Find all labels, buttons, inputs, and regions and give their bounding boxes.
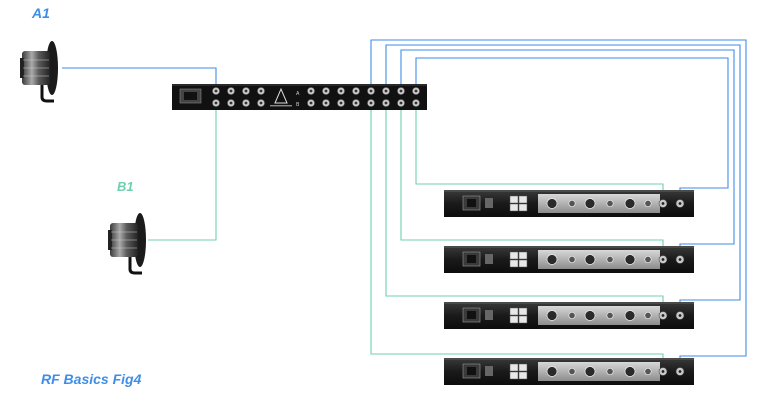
xlr-connector-icon — [644, 199, 652, 208]
xlr-connector-icon — [644, 311, 652, 320]
ethernet-port-icon — [509, 307, 519, 316]
xlr-connector-icon — [606, 311, 614, 320]
ethernet-port-icon — [518, 195, 528, 204]
cable-a-rx4 — [370, 39, 747, 364]
receiver-unit — [444, 246, 694, 273]
xlr-connector-icon — [568, 199, 576, 208]
xlr-connector-icon — [546, 310, 558, 321]
receiver-unit — [444, 302, 694, 329]
ethernet-port-icon — [509, 315, 519, 324]
ethernet-port-icon — [509, 259, 519, 268]
receivers — [444, 190, 694, 385]
xlr-connector-icon — [584, 198, 596, 209]
svg-text:B: B — [296, 102, 300, 108]
cable-b-rx1 — [415, 104, 664, 196]
ethernet-port-icon — [509, 251, 519, 260]
cable-a-rx2 — [400, 49, 735, 252]
xlr-connector-icon — [546, 254, 558, 265]
figure-caption: RF Basics Fig4 — [41, 371, 142, 387]
ethernet-port-icon — [518, 371, 528, 380]
distribution-amplifier: A B — [172, 84, 427, 110]
ethernet-port-icon — [518, 315, 528, 324]
receiver-unit — [444, 190, 694, 217]
cable-b1-to-splitter — [148, 104, 217, 241]
antenna-a1-label: A1 — [31, 5, 50, 21]
antenna-b1-icon — [106, 211, 148, 275]
xlr-connector-icon — [606, 255, 614, 264]
xlr-connector-icon — [584, 310, 596, 321]
xlr-connector-icon — [568, 255, 576, 264]
ethernet-port-icon — [509, 195, 519, 204]
ethernet-port-icon — [518, 203, 528, 212]
xlr-connector-icon — [606, 199, 614, 208]
antenna-a1-icon — [18, 39, 60, 103]
xlr-connector-icon — [606, 367, 614, 376]
cable-a-rx1 — [415, 57, 729, 196]
xlr-connector-icon — [546, 198, 558, 209]
ethernet-port-icon — [518, 363, 528, 372]
xlr-connector-icon — [568, 367, 576, 376]
xlr-connector-icon — [624, 366, 636, 377]
xlr-connector-icon — [644, 255, 652, 264]
xlr-connector-icon — [624, 198, 636, 209]
svg-text:A: A — [296, 91, 300, 97]
xlr-connector-icon — [584, 254, 596, 265]
ethernet-port-icon — [518, 259, 528, 268]
receiver-unit — [444, 358, 694, 385]
xlr-connector-icon — [624, 310, 636, 321]
xlr-connector-icon — [644, 367, 652, 376]
antenna-b1-label: B1 — [117, 179, 134, 194]
ethernet-port-icon — [518, 307, 528, 316]
ethernet-port-icon — [509, 203, 519, 212]
xlr-connector-icon — [624, 254, 636, 265]
xlr-connector-icon — [584, 366, 596, 377]
ethernet-port-icon — [509, 363, 519, 372]
xlr-connector-icon — [568, 311, 576, 320]
ethernet-port-icon — [509, 371, 519, 380]
brand-logo-icon — [274, 87, 288, 104]
ethernet-port-icon — [518, 251, 528, 260]
cable-b-rx2 — [400, 104, 664, 252]
xlr-connector-icon — [546, 366, 558, 377]
cables-a — [62, 39, 747, 364]
cable-a-rx3 — [385, 44, 741, 308]
cable-a1-to-splitter — [62, 67, 217, 90]
